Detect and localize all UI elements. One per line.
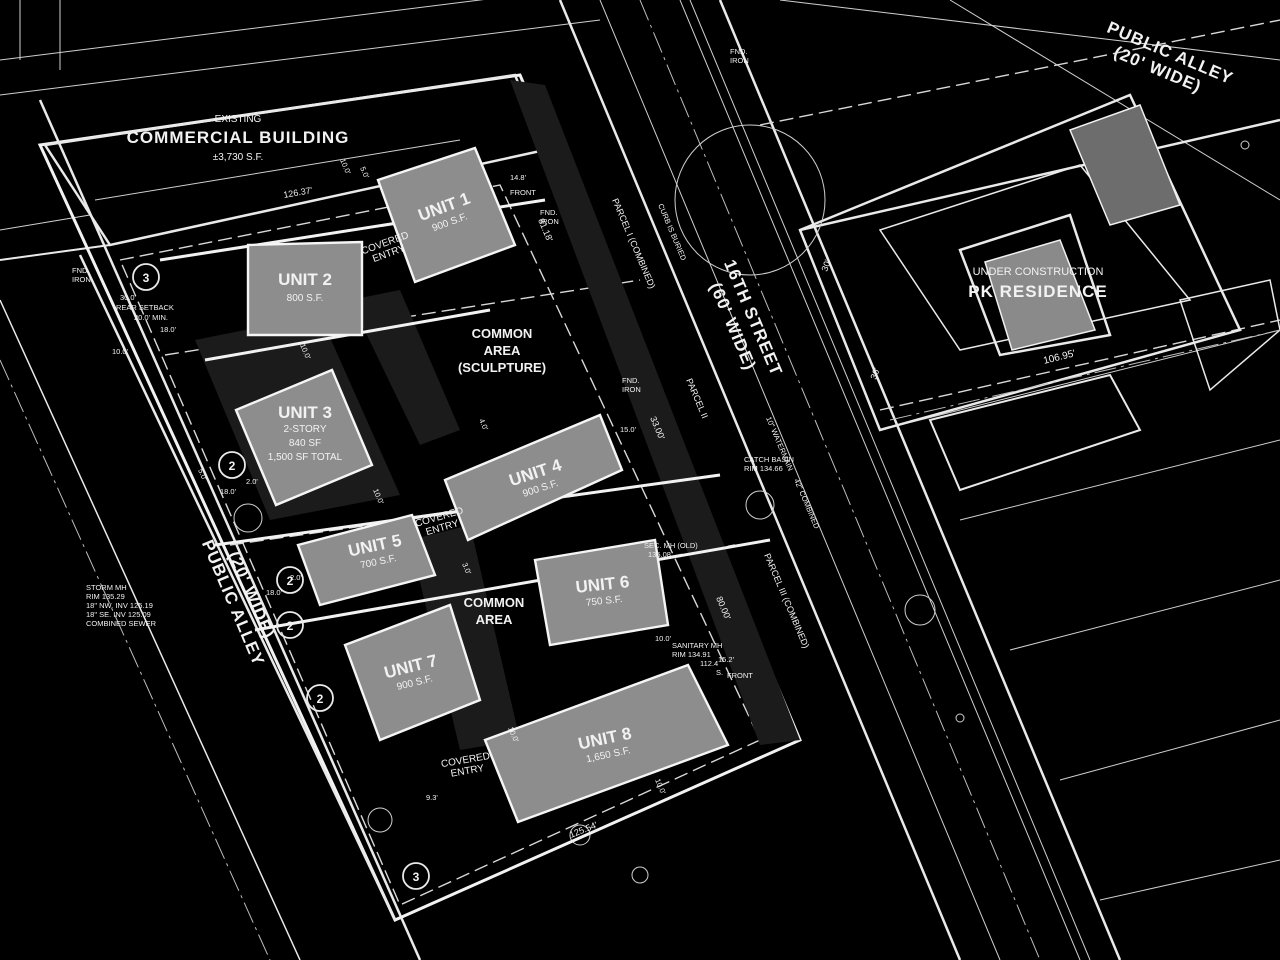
svg-text:RIM 134.66: RIM 134.66 bbox=[744, 464, 783, 473]
unit-3-footprint bbox=[234, 368, 374, 507]
svg-text:UNIT 3: UNIT 3 bbox=[278, 403, 332, 422]
svg-text:2: 2 bbox=[287, 619, 294, 633]
svg-text:10.0': 10.0' bbox=[655, 634, 672, 643]
covered-entry-label-3: COVERED ENTRY bbox=[440, 751, 491, 780]
svg-text:AREA: AREA bbox=[476, 612, 513, 627]
svg-text:PK RESIDENCE: PK RESIDENCE bbox=[968, 282, 1108, 301]
svg-text:15.2': 15.2' bbox=[718, 655, 735, 664]
svg-text:SANITARY MH: SANITARY MH bbox=[672, 641, 722, 650]
tree-symbols bbox=[233, 124, 1250, 884]
svg-text:AREA: AREA bbox=[484, 343, 521, 358]
svg-text:IRON: IRON bbox=[730, 56, 749, 65]
svg-text:30.0': 30.0' bbox=[120, 293, 137, 302]
svg-text:3.0': 3.0' bbox=[460, 561, 473, 576]
svg-text:(SCULPTURE): (SCULPTURE) bbox=[458, 360, 546, 375]
svg-text:800 S.F.: 800 S.F. bbox=[287, 293, 324, 304]
svg-text:COMMON: COMMON bbox=[472, 326, 533, 341]
svg-text:2: 2 bbox=[317, 692, 324, 706]
unit-1-footprint bbox=[376, 146, 517, 284]
svg-text:9.3': 9.3' bbox=[426, 793, 438, 802]
svg-text:S.: S. bbox=[716, 668, 723, 677]
svg-text:UNDER CONSTRUCTION: UNDER CONSTRUCTION bbox=[973, 266, 1104, 278]
svg-text:42" COMBINED: 42" COMBINED bbox=[792, 477, 821, 530]
svg-text:10.0': 10.0' bbox=[338, 157, 353, 176]
svg-text:FRONT: FRONT bbox=[727, 671, 753, 680]
svg-text:2.0': 2.0' bbox=[246, 477, 258, 486]
svg-text:3: 3 bbox=[413, 870, 420, 884]
svg-text:COMMON: COMMON bbox=[464, 595, 525, 610]
circle-numbers: 3 2 2 2 2 3 bbox=[143, 271, 420, 884]
svg-text:30': 30' bbox=[868, 366, 882, 381]
svg-text:STORM MH: STORM MH bbox=[86, 583, 127, 592]
svg-text:IRON: IRON bbox=[72, 275, 91, 284]
svg-text:PARCEL III (COMBINED): PARCEL III (COMBINED) bbox=[762, 552, 811, 650]
svg-text:FND.: FND. bbox=[730, 47, 748, 56]
unit-7-footprint bbox=[343, 603, 482, 742]
unit-3-label: UNIT 3 2-STORY 840 SF 1,500 SF TOTAL bbox=[268, 403, 343, 463]
unit-4-footprint bbox=[443, 413, 624, 542]
pk-residence-lot bbox=[798, 93, 1280, 492]
unit-6-footprint bbox=[533, 538, 670, 647]
svg-text:RIM 135.29: RIM 135.29 bbox=[86, 592, 125, 601]
svg-text:5.0': 5.0' bbox=[196, 467, 209, 482]
pk-residence-label: UNDER CONSTRUCTION PK RESIDENCE 106.95' bbox=[968, 266, 1108, 367]
svg-text:UNIT 2: UNIT 2 bbox=[278, 270, 332, 289]
svg-text:15.0': 15.0' bbox=[620, 425, 637, 434]
unit-2-label: UNIT 2 800 S.F. bbox=[278, 270, 332, 304]
unit-8-footprint bbox=[483, 663, 730, 824]
public-alley-left-label: PUBLIC ALLEY (20' WIDE) bbox=[198, 537, 279, 669]
svg-text:10.0': 10.0' bbox=[653, 777, 668, 796]
unit-6-label: UNIT 6 750 S.F. bbox=[575, 572, 631, 609]
svg-text:4.0': 4.0' bbox=[477, 417, 490, 432]
common-area-sculpture-label: COMMON AREA (SCULPTURE) bbox=[458, 326, 546, 375]
svg-text:IRON: IRON bbox=[622, 385, 641, 394]
svg-text:18.0': 18.0' bbox=[160, 325, 177, 334]
svg-text:2: 2 bbox=[229, 459, 236, 473]
unit-2-footprint bbox=[246, 240, 364, 337]
svg-text:REAR SETBACK: REAR SETBACK bbox=[116, 303, 174, 312]
svg-text:840 SF: 840 SF bbox=[289, 438, 321, 449]
svg-text:20.0' MIN.: 20.0' MIN. bbox=[134, 313, 168, 322]
svg-text:1,500 SF TOTAL: 1,500 SF TOTAL bbox=[268, 452, 343, 463]
svg-text:750 S.F.: 750 S.F. bbox=[585, 594, 623, 609]
svg-text:2: 2 bbox=[287, 574, 294, 588]
svg-text:SEC. MH (OLD): SEC. MH (OLD) bbox=[644, 541, 698, 550]
svg-text:±3,730 S.F.: ±3,730 S.F. bbox=[213, 152, 264, 163]
svg-text:10.0': 10.0' bbox=[112, 347, 129, 356]
svg-text:18.0': 18.0' bbox=[266, 588, 283, 597]
svg-text:COMMERCIAL BUILDING: COMMERCIAL BUILDING bbox=[127, 128, 350, 147]
svg-text:FRONT: FRONT bbox=[510, 188, 536, 197]
unit-5-footprint bbox=[296, 513, 437, 607]
svg-text:FND.: FND. bbox=[540, 208, 558, 217]
unit-buildings bbox=[234, 146, 730, 824]
svg-text:2-STORY: 2-STORY bbox=[284, 424, 327, 435]
svg-text:14.8': 14.8' bbox=[510, 173, 527, 182]
svg-text:5.0': 5.0' bbox=[358, 165, 371, 180]
svg-text:PARCEL II: PARCEL II bbox=[684, 377, 710, 420]
svg-text:COMBINED SEWER: COMBINED SEWER bbox=[86, 619, 157, 628]
svg-text:CURB IS BURIED: CURB IS BURIED bbox=[656, 202, 688, 262]
svg-text:3: 3 bbox=[143, 271, 150, 285]
svg-text:106.95': 106.95' bbox=[1042, 348, 1076, 367]
circle-markers bbox=[132, 263, 430, 890]
svg-text:18" SE. INV 125.09: 18" SE. INV 125.09 bbox=[86, 610, 151, 619]
public-alley-top-label: PUBLIC ALLEY (20' WIDE) bbox=[1104, 18, 1236, 97]
svg-text:FND.: FND. bbox=[622, 376, 640, 385]
svg-text:112.4: 112.4 bbox=[700, 659, 718, 668]
svg-text:RIM 134.91: RIM 134.91 bbox=[672, 650, 711, 659]
svg-text:135.08: 135.08 bbox=[648, 550, 671, 559]
svg-text:18.0': 18.0' bbox=[220, 487, 237, 496]
svg-text:126.37': 126.37' bbox=[283, 185, 314, 200]
svg-text:EXISTING: EXISTING bbox=[215, 114, 262, 125]
svg-text:30': 30' bbox=[819, 258, 833, 273]
svg-text:IRON: IRON bbox=[540, 217, 559, 226]
svg-text:18" NW. INV 125.19: 18" NW. INV 125.19 bbox=[86, 601, 153, 610]
svg-text:FND.: FND. bbox=[72, 266, 90, 275]
svg-text:2.0': 2.0' bbox=[290, 573, 302, 582]
existing-building-label: EXISTING COMMERCIAL BUILDING ±3,730 S.F. bbox=[127, 114, 350, 163]
svg-text:CATCH BASIN: CATCH BASIN bbox=[744, 455, 794, 464]
common-area-label: COMMON AREA bbox=[464, 595, 525, 627]
